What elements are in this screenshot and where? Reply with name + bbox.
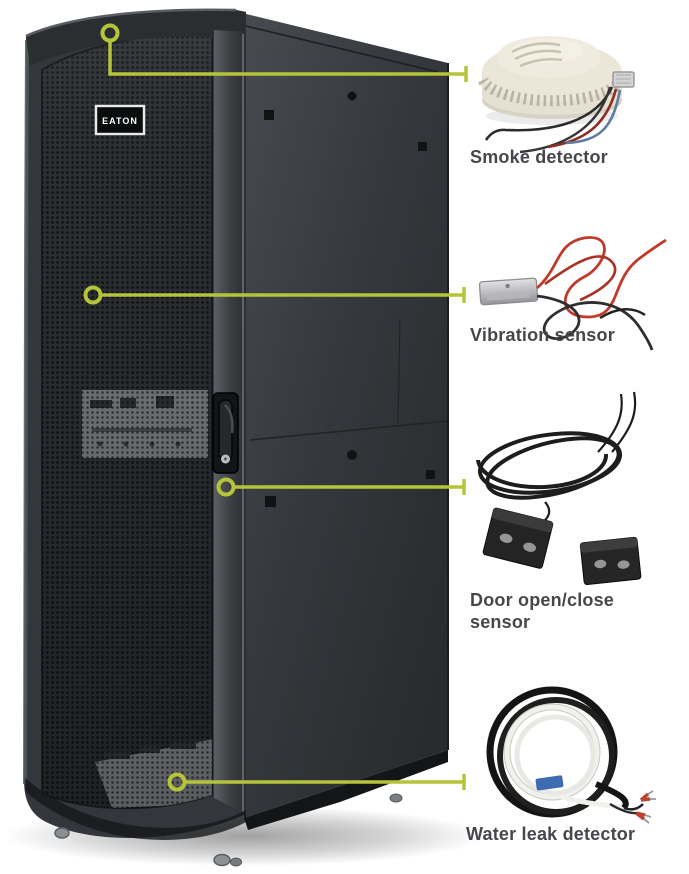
eaton-logo: EATON bbox=[94, 104, 146, 136]
smoke-detector-photo bbox=[478, 36, 635, 154]
front-door: EATON bbox=[22, 8, 246, 840]
callout-smoke-detector bbox=[100, 23, 468, 82]
fork-terminals bbox=[634, 790, 656, 824]
door-sensor-magnet-right bbox=[579, 536, 642, 586]
mesh-panel bbox=[41, 30, 213, 810]
label-water-leak-detector: Water leak detector bbox=[466, 824, 636, 844]
vibration-sensor-photo bbox=[478, 236, 667, 351]
label-vibration-sensor: Vibration sensor bbox=[470, 325, 615, 345]
label-smoke-detector: Smoke detector bbox=[470, 147, 608, 167]
callout-water-leak-detector bbox=[167, 772, 466, 792]
water-leak-detector-photo bbox=[486, 686, 656, 824]
side-panel bbox=[238, 12, 449, 830]
door-sensor-photo bbox=[476, 391, 642, 586]
door-sensor-magnet-left bbox=[482, 507, 554, 569]
server-rack: EATON bbox=[5, 8, 485, 867]
label-door-open-close-sensor: Door open/close sensor bbox=[470, 590, 615, 632]
cable-tag bbox=[535, 775, 564, 791]
rack-feet bbox=[54, 793, 403, 867]
svg-text:EATON: EATON bbox=[102, 116, 138, 126]
door-handle bbox=[212, 392, 239, 474]
callout-vibration-sensor bbox=[83, 285, 466, 305]
callout-door-sensor bbox=[216, 477, 466, 497]
